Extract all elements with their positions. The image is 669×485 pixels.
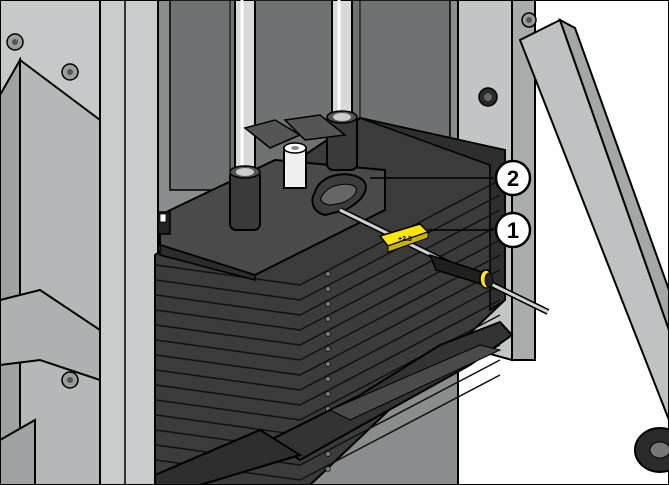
pin-hole [325,271,331,277]
weight-plate-edge [155,179,501,286]
frame-bolt [61,371,79,389]
pin-hole [325,316,331,322]
frame-bolt [61,63,79,81]
left-frame [0,0,159,485]
weight-selector-pin: +2.3 [338,207,550,315]
pin-hole [325,286,331,292]
callout-2: 2 [494,159,532,197]
frame-bolt [6,33,24,51]
selector-stem [283,147,307,189]
svg-text:+2.3: +2.3 [398,236,412,243]
pin-hole [325,451,331,457]
weight-plate-edge [155,359,501,466]
weight-plate-edge [155,209,501,316]
weight-plate-edges [155,179,501,481]
callout-1: 1 [494,211,532,249]
pin-hole [325,331,331,337]
pin-hole [325,361,331,367]
pin-hole [325,391,331,397]
weight-plate-edge [155,254,501,361]
weight-plate-edge [155,299,501,406]
callout-leaders [370,177,494,231]
selector-handle [311,173,367,217]
pin-hole [325,376,331,382]
weight-plate-edge [155,239,501,346]
diagonal-support-arm [518,17,669,473]
weight-plate-edge [155,284,501,391]
weight-plate-edge [155,269,501,376]
foot-base [154,320,514,485]
pin-hole [325,346,331,352]
pin-hole [325,466,331,472]
callout-1-label: 1 [507,218,519,243]
frame-bolt [521,12,537,28]
pin-hole [325,301,331,307]
callout-2-label: 2 [507,166,519,191]
